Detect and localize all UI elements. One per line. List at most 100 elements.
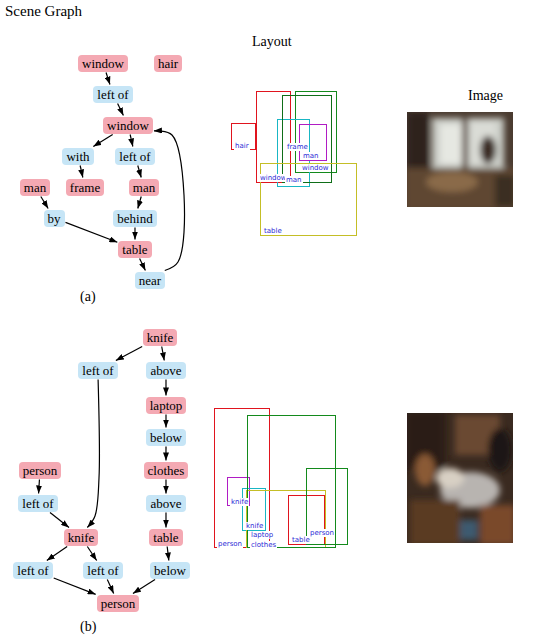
panel-label: Scene Graph <box>5 3 82 20</box>
relation-edge <box>41 197 48 209</box>
relation-edge <box>167 547 169 561</box>
node-label: person <box>23 463 58 478</box>
relation-edge <box>162 347 165 361</box>
relation-edge <box>165 447 166 461</box>
node-label: above <box>150 496 181 511</box>
relation-edge <box>118 104 124 116</box>
node-label: man <box>24 180 46 195</box>
relation-edge <box>134 228 135 240</box>
node-label: person <box>217 540 243 548</box>
object-node: man <box>129 179 159 196</box>
relation-edge <box>66 222 118 242</box>
layout-box: hair <box>231 123 256 150</box>
relation-node: above <box>146 495 185 512</box>
layout-box: person <box>306 468 348 545</box>
relation-edge <box>107 580 113 594</box>
object-node: window <box>103 117 153 134</box>
node-label: man <box>133 180 155 195</box>
relation-node: left of <box>78 362 117 379</box>
panel-label: (b) <box>80 619 96 635</box>
node-label: window <box>301 164 330 172</box>
node-label: left of <box>87 563 118 578</box>
node-label: person <box>309 529 335 537</box>
node-label: table <box>153 530 178 545</box>
relation-node: left of <box>13 562 52 579</box>
relation-edge <box>133 580 155 594</box>
object-node: knife <box>143 329 178 346</box>
relation-node: near <box>135 272 165 289</box>
node-label: knife <box>230 498 249 506</box>
node-label: knife <box>245 522 264 530</box>
node-label: hair <box>158 56 178 71</box>
relation-edge <box>50 513 69 528</box>
object-node: table <box>118 241 151 258</box>
node-label: below <box>154 563 186 578</box>
node-label: by <box>48 211 61 226</box>
node-label: table <box>291 536 311 544</box>
object-node: table <box>149 529 182 546</box>
node-label: window <box>259 174 288 182</box>
relation-node: behind <box>113 210 156 227</box>
relation-node: below <box>146 429 186 446</box>
relation-node: left of <box>115 148 154 165</box>
relation-edge <box>165 380 166 396</box>
node-label: frame <box>286 143 309 151</box>
node-label: laptop <box>150 398 183 413</box>
object-node: knife <box>64 529 99 546</box>
relation-edge <box>165 480 166 494</box>
node-label: table <box>263 227 283 235</box>
relation-edge <box>87 380 99 528</box>
node-label: man <box>285 176 303 184</box>
object-node: clothes <box>144 462 189 479</box>
node-label: table <box>122 242 147 257</box>
relation-node: by <box>44 210 65 227</box>
relation-edge <box>47 547 67 561</box>
object-node: person <box>19 462 62 479</box>
relation-edge <box>165 415 166 428</box>
node-label: window <box>82 56 124 71</box>
object-node: man <box>20 179 50 196</box>
relation-edge <box>138 166 141 178</box>
node-label: left of <box>97 87 128 102</box>
node-label: near <box>139 273 161 288</box>
relation-edge <box>87 547 96 561</box>
relation-edge <box>154 131 185 271</box>
relation-edge <box>116 347 142 361</box>
node-label: left of <box>82 363 113 378</box>
relation-node: left of <box>83 562 122 579</box>
node-label: window <box>107 118 149 133</box>
relation-node: with <box>62 148 93 165</box>
object-node: person <box>97 595 140 612</box>
relation-edge <box>130 135 133 147</box>
node-label: left of <box>22 496 53 511</box>
relation-edge <box>138 197 141 209</box>
object-node: hair <box>154 55 182 72</box>
node-label: clothes <box>148 463 185 478</box>
node-label: below <box>150 430 182 445</box>
relation-node: left of <box>93 86 132 103</box>
relation-node: left of <box>18 495 57 512</box>
node-label: hair <box>234 142 250 150</box>
relation-edge <box>106 73 110 85</box>
object-node: frame <box>66 179 104 196</box>
relation-edge <box>38 480 40 494</box>
node-label: person <box>101 596 136 611</box>
node-label: left of <box>17 563 48 578</box>
node-label: knife <box>147 330 174 345</box>
object-node: window <box>78 55 128 72</box>
relation-edge <box>140 259 146 271</box>
generated-image <box>407 112 513 207</box>
node-label: knife <box>68 530 95 545</box>
node-label: with <box>66 149 89 164</box>
panel-label: Image <box>468 88 503 104</box>
relation-edge <box>93 135 112 147</box>
relation-edge <box>80 166 83 178</box>
node-label: above <box>150 363 181 378</box>
layout-box: window <box>256 91 291 183</box>
relation-node: below <box>150 562 190 579</box>
relation-node: above <box>146 362 185 379</box>
node-label: laptop <box>250 531 274 539</box>
node-label: frame <box>70 180 100 195</box>
